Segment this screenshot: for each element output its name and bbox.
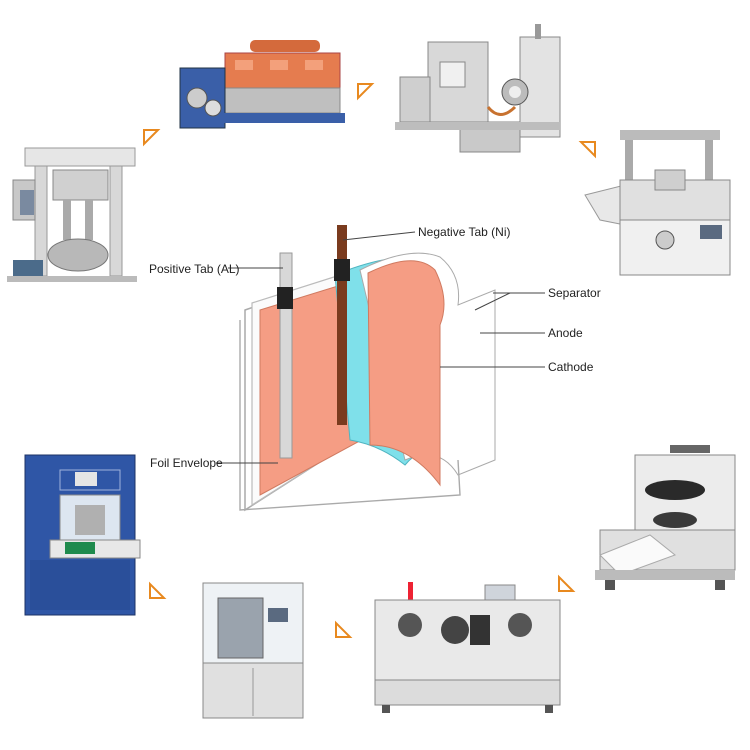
die-cutting-machine [584,130,731,276]
mixer-machine [7,147,137,282]
calender-machine [395,24,561,153]
flow-arrow-icon [143,129,161,147]
positive-tab-label: Positive Tab (AL) [149,262,240,276]
assembly-machine [374,582,561,713]
anode-label: Anode [548,326,583,340]
packaging-machine [24,454,141,616]
coating-machine [179,40,345,129]
cathode-label: Cathode [548,360,594,374]
separator-label: Separator [548,286,601,300]
flow-arrow-icon [357,83,375,101]
battery-cell-diagram [239,225,496,512]
foil-envelope-label: Foil Envelope [150,456,223,470]
flow-arrow-icon [149,581,167,599]
winding-machine [202,582,304,719]
laminating-machine [595,445,736,590]
flow-arrow-icon [558,574,576,592]
negative-tab-label: Negative Tab (Ni) [418,225,511,239]
flow-arrow-icon [335,620,353,638]
flow-arrow-icon [578,141,596,159]
